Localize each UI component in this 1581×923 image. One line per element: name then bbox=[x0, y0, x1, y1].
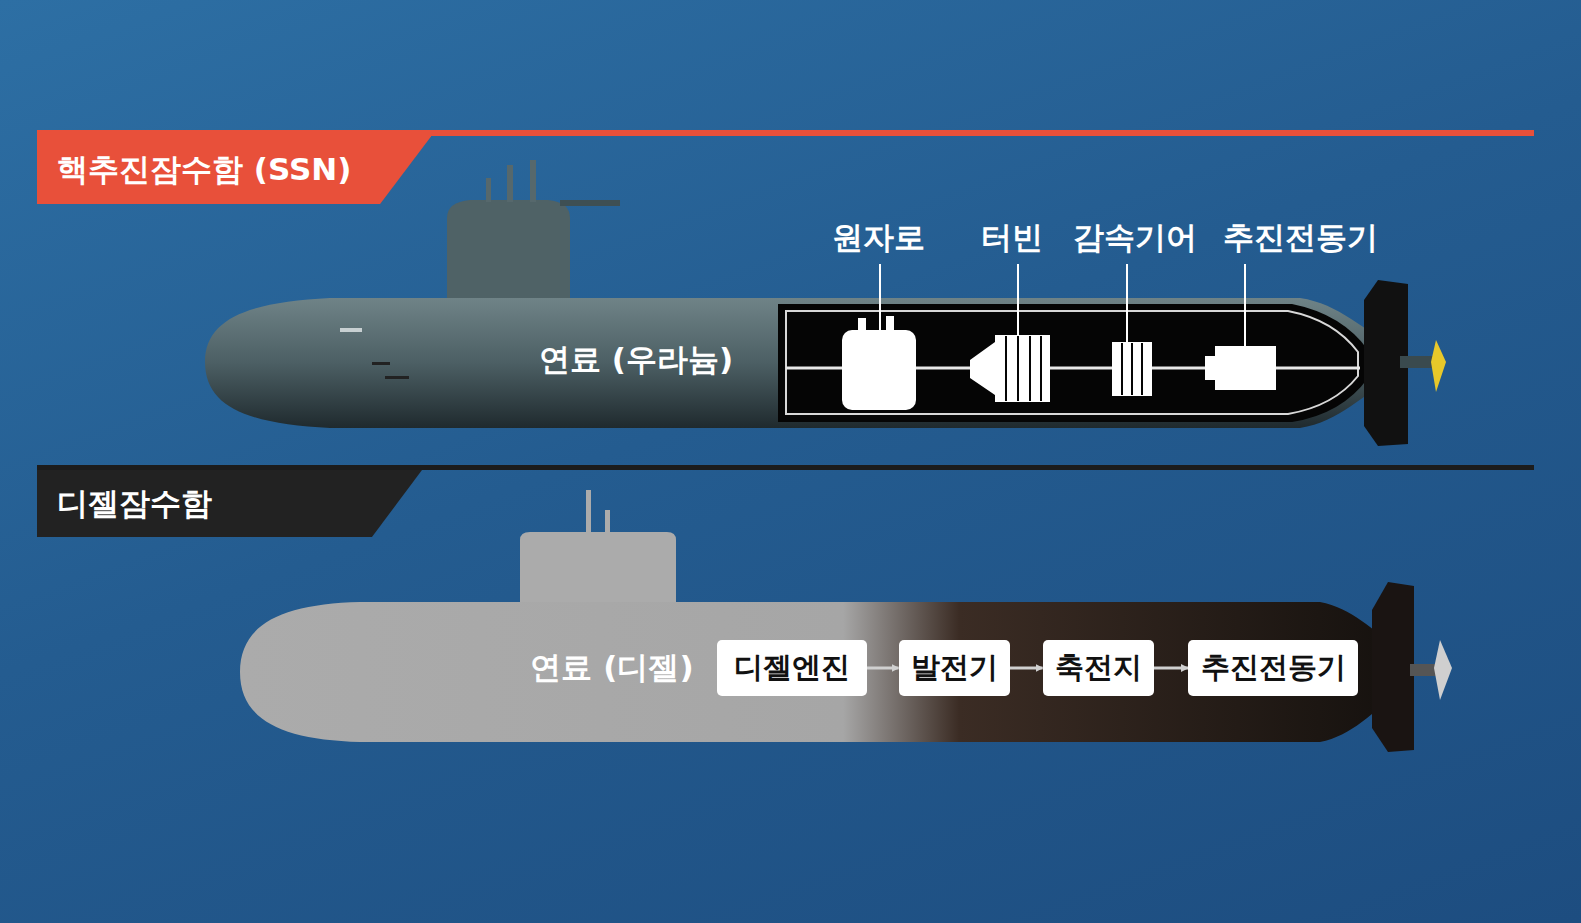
box-label: 추진전동기 bbox=[1201, 648, 1346, 688]
section-title: 핵추진잠수함 (SSN) bbox=[37, 149, 351, 191]
box-label: 축전지 bbox=[1055, 648, 1142, 688]
dark-rule bbox=[37, 465, 1534, 470]
part-name: 원자로 bbox=[832, 217, 925, 259]
reactor-shape bbox=[842, 330, 916, 410]
gear-shape bbox=[1112, 342, 1152, 396]
cutaway bbox=[778, 304, 1368, 422]
ssn-sail bbox=[447, 200, 570, 300]
red-rule bbox=[37, 130, 1534, 136]
flow-arrow bbox=[1010, 667, 1043, 670]
part-name: 추진전동기 bbox=[1223, 217, 1378, 259]
diesel-hull bbox=[240, 602, 1400, 742]
ssn-banner: 핵추진잠수함 (SSN) bbox=[37, 136, 431, 204]
part-name: 터빈 bbox=[981, 217, 1043, 259]
ssn-hull bbox=[205, 298, 1400, 428]
box-label: 디젤엔진 bbox=[734, 648, 850, 688]
fuel-label: 연료 (우라늄) bbox=[539, 339, 733, 381]
motor-shape bbox=[1205, 346, 1276, 390]
diesel-tail bbox=[1372, 582, 1414, 752]
process-box: 발전기 bbox=[899, 640, 1010, 696]
part-name: 감속기어 bbox=[1073, 217, 1197, 259]
turbine-shape bbox=[970, 335, 1050, 402]
process-box: 축전지 bbox=[1043, 640, 1154, 696]
flow-arrow bbox=[1154, 667, 1189, 670]
box-label: 발전기 bbox=[911, 648, 998, 688]
process-box: 추진전동기 bbox=[1188, 640, 1358, 696]
process-box: 디젤엔진 bbox=[717, 640, 867, 696]
diesel-sail bbox=[520, 532, 676, 608]
diesel-banner: 디젤잠수함 bbox=[37, 470, 422, 537]
section-title: 디젤잠수함 bbox=[37, 483, 212, 525]
flow-arrow bbox=[867, 667, 899, 670]
leader-line bbox=[880, 264, 1245, 346]
fuel-label: 연료 (디젤) bbox=[530, 647, 693, 689]
